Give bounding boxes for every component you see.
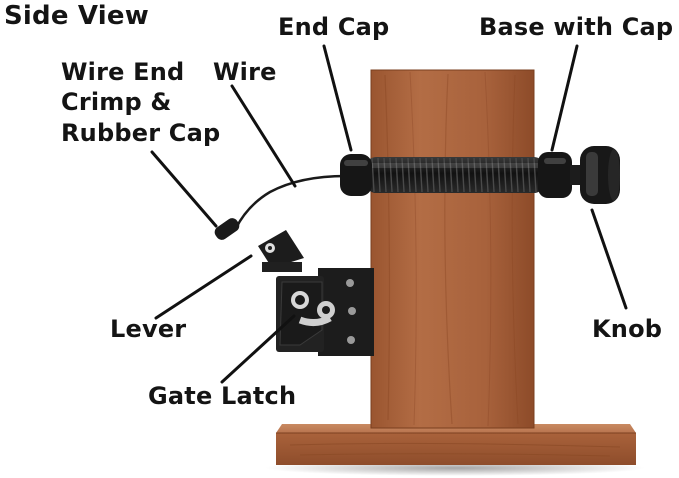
wire-end-label-line-2: Crimp &: [61, 88, 172, 116]
leader-wire-end: [152, 152, 216, 226]
lever-hardware: [258, 230, 304, 272]
gate-latch-hardware: [276, 268, 374, 356]
leader-knob: [592, 210, 626, 308]
wire-end-crimp-cap: [212, 216, 241, 242]
leader-lever: [156, 256, 251, 318]
spring-assembly: [366, 157, 544, 193]
leader-end-cap: [324, 46, 351, 150]
knob-part: [580, 146, 620, 204]
wire: [236, 176, 346, 228]
wire-end-label-line-3: Rubber Cap: [61, 119, 220, 147]
leader-wire: [232, 86, 295, 186]
wire-label: Wire: [213, 58, 277, 86]
leader-base-with-cap: [552, 46, 577, 150]
gate-latch-label: Gate Latch: [148, 382, 296, 410]
wire-end-label-line-1: Wire End: [61, 58, 184, 86]
knob-label: Knob: [592, 315, 662, 343]
end-cap-part: [340, 154, 372, 196]
diagram-title: Side View: [4, 2, 149, 30]
base-with-cap-label: Base with Cap: [479, 13, 673, 41]
wood-base: [276, 424, 636, 465]
lever-label: Lever: [110, 315, 186, 343]
base-with-cap-part: [538, 152, 584, 198]
end-cap-label: End Cap: [278, 13, 389, 41]
wood-post: [371, 70, 534, 428]
